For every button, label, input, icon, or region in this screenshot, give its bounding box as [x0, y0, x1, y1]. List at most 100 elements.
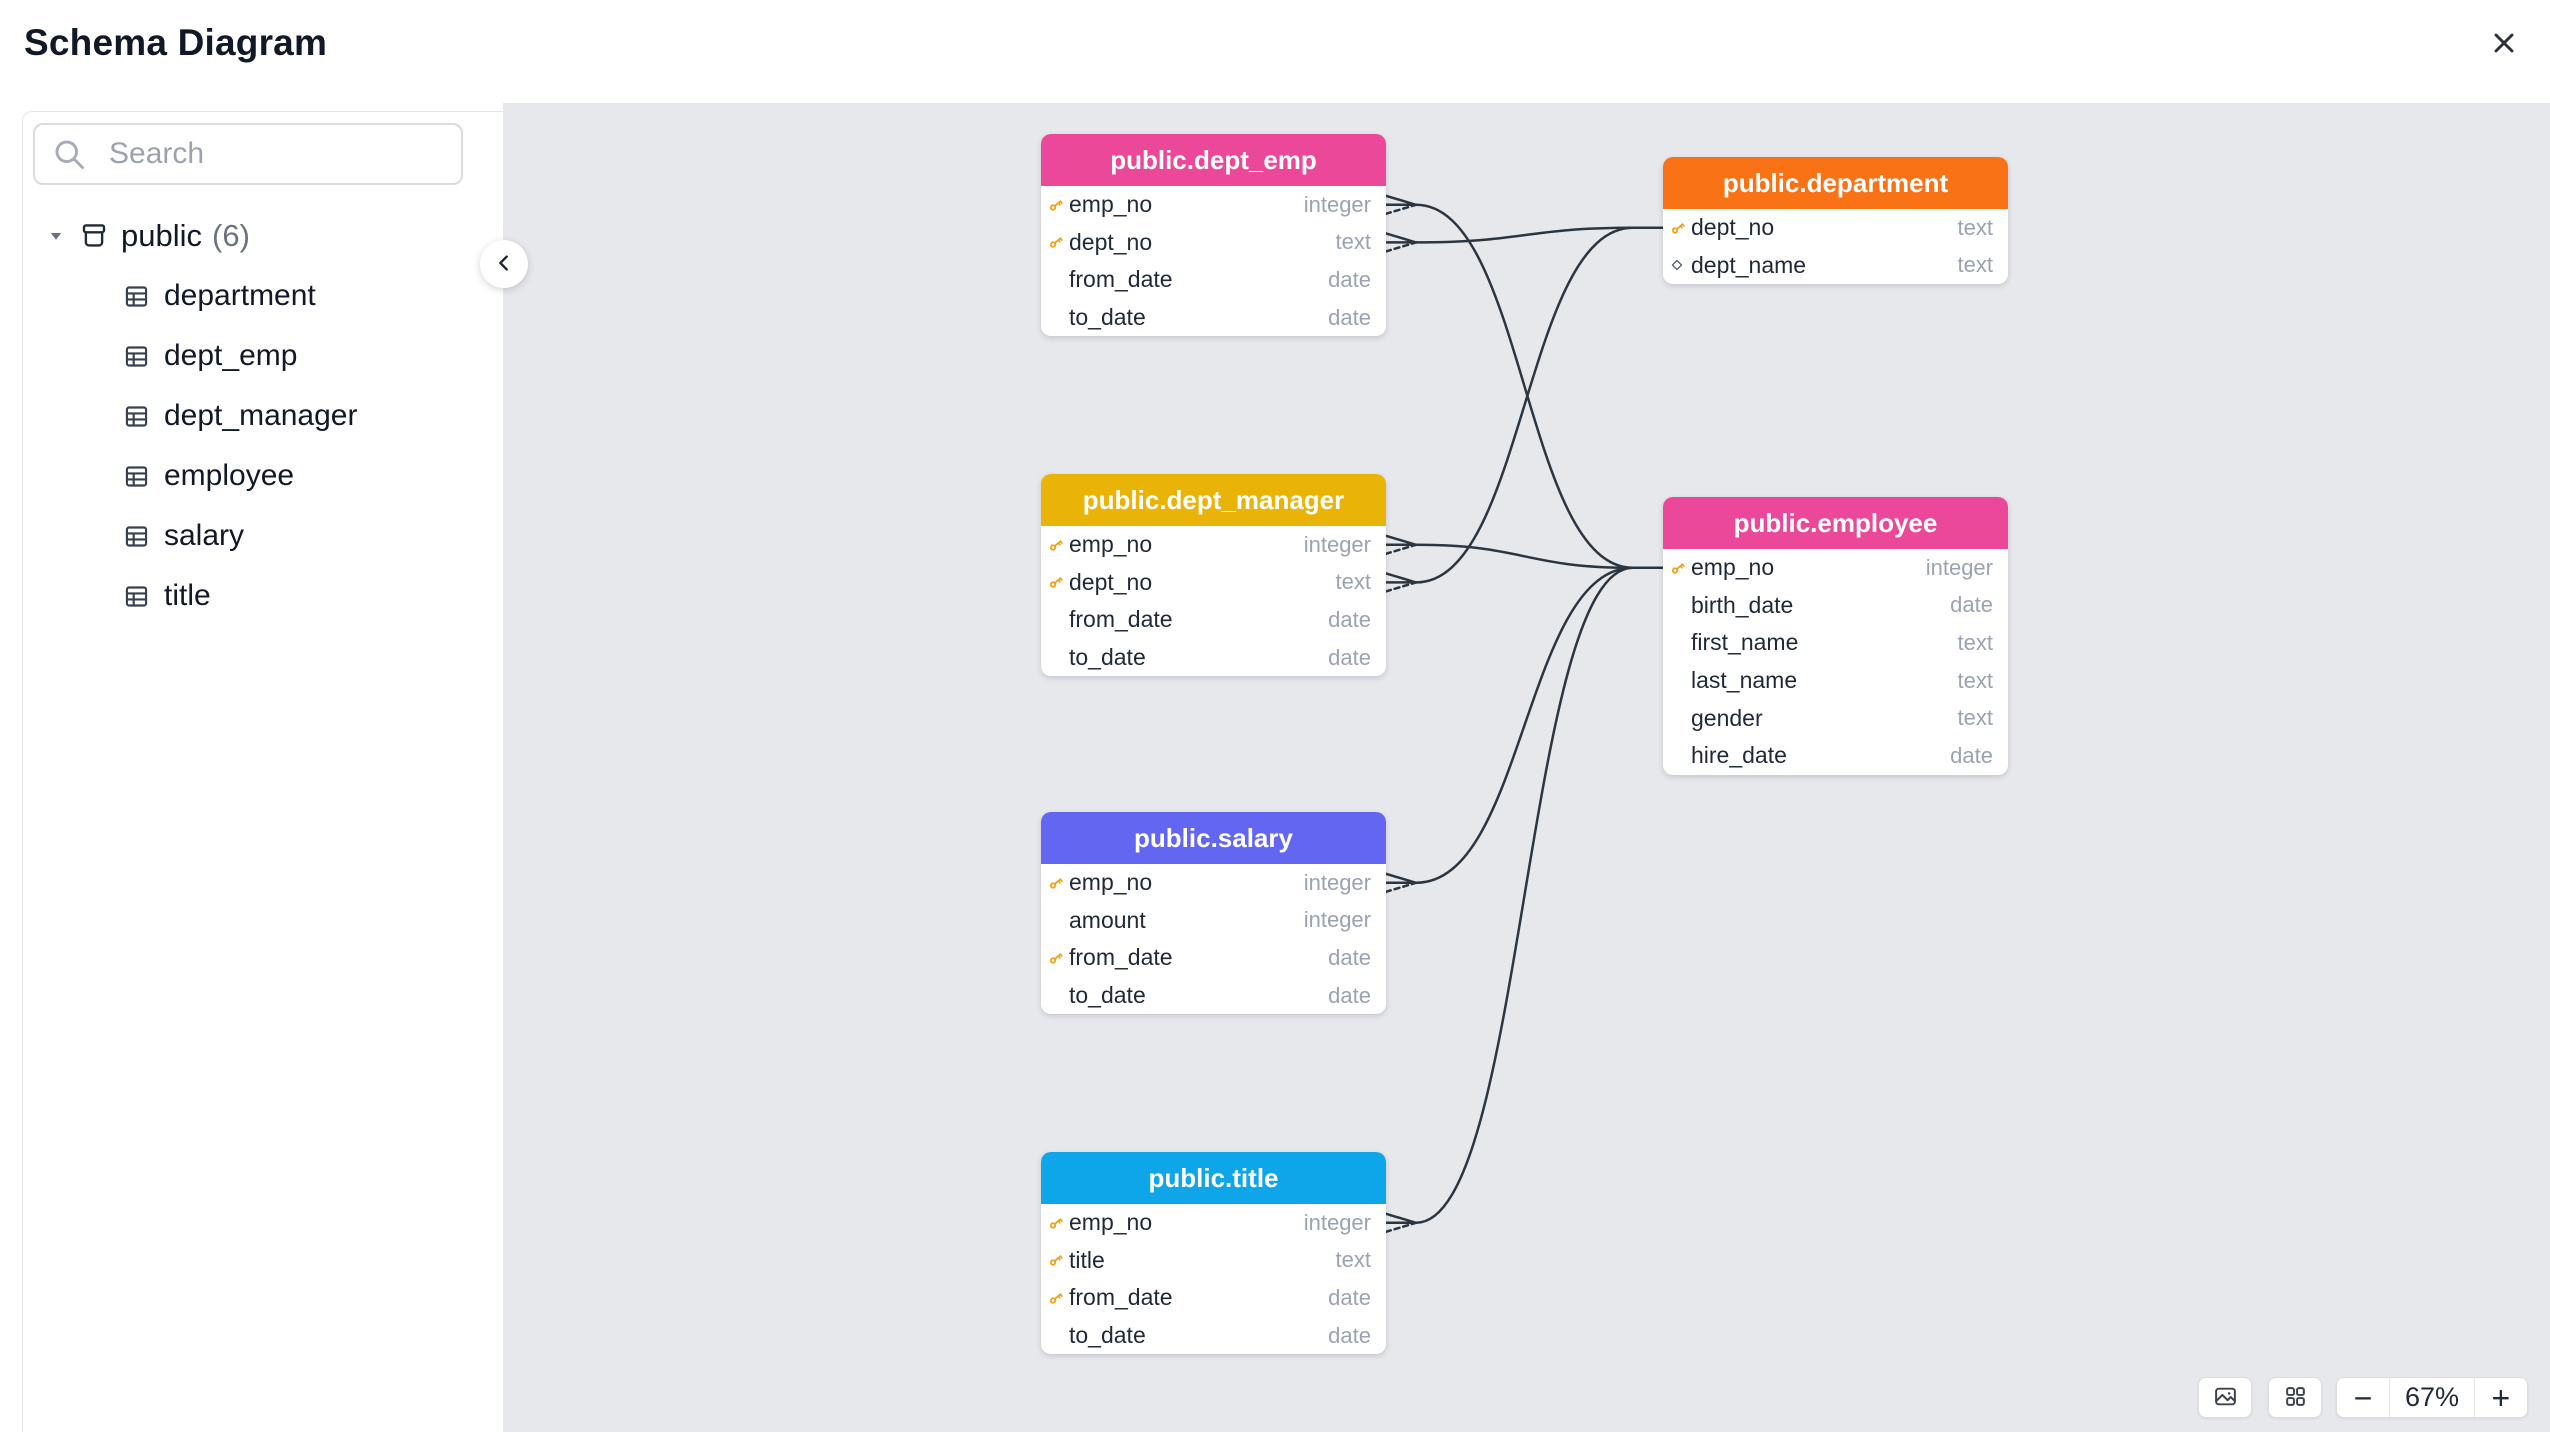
- sidebar-collapse-button[interactable]: [480, 240, 528, 288]
- column-type: date: [1328, 304, 1371, 330]
- column-name: from_date: [1069, 606, 1173, 633]
- column-name: gender: [1691, 704, 1763, 731]
- table-name-label: title: [164, 579, 211, 612]
- column-name: last_name: [1691, 667, 1798, 694]
- sidebar-item-dept_emp[interactable]: dept_emp: [23, 326, 503, 386]
- sidebar-item-salary[interactable]: salary: [23, 506, 503, 566]
- column-name: dept_no: [1691, 214, 1775, 241]
- sidebar-item-title[interactable]: title: [23, 566, 503, 626]
- table-card-title[interactable]: public.title emp_no integer title text from_d…: [1041, 1152, 1386, 1355]
- column-type: text: [1957, 629, 1993, 655]
- column-type: integer: [1303, 1209, 1371, 1235]
- primary-key-icon: [1047, 1289, 1069, 1307]
- table-name-label: dept_emp: [164, 339, 298, 372]
- column-type: integer: [1303, 907, 1371, 933]
- export-image-button[interactable]: [2198, 1377, 2252, 1418]
- column-row-dept_no: dept_no text: [1041, 224, 1386, 262]
- table-icon: [123, 583, 150, 610]
- auto-layout-button[interactable]: [2268, 1377, 2322, 1418]
- caret-down-icon[interactable]: [45, 227, 67, 245]
- column-type: text: [1335, 229, 1371, 255]
- column-row-from_date: from_date date: [1041, 1279, 1386, 1317]
- column-type: integer: [1303, 191, 1371, 217]
- table-icon: [123, 343, 150, 370]
- column-type: date: [1950, 592, 1993, 618]
- column-name: to_date: [1069, 982, 1146, 1009]
- column-name: dept_no: [1069, 568, 1153, 595]
- column-name: to_date: [1069, 304, 1146, 331]
- canvas-controls: − 67% +: [0, 1377, 2550, 1418]
- primary-key-icon: [1047, 1251, 1069, 1269]
- divider: [2389, 1378, 2391, 1417]
- column-type: date: [1328, 1322, 1371, 1348]
- unique-diamond-icon: [1669, 257, 1691, 273]
- column-type: date: [1328, 1284, 1371, 1310]
- column-row-dept_no: dept_no text: [1663, 209, 2008, 247]
- column-type: date: [1328, 606, 1371, 632]
- table-name-label: employee: [164, 459, 295, 492]
- column-name: amount: [1069, 906, 1146, 933]
- zoom-in-button[interactable]: +: [2474, 1378, 2527, 1417]
- primary-key-icon: [1047, 233, 1069, 251]
- column-name: emp_no: [1069, 191, 1153, 218]
- column-name: from_date: [1069, 1284, 1173, 1311]
- column-type: text: [1957, 252, 1993, 278]
- table-icon: [123, 403, 150, 430]
- diagram-canvas[interactable]: [503, 103, 2550, 1432]
- column-row-from_date: from_date date: [1041, 601, 1386, 639]
- sidebar-item-department[interactable]: department: [23, 266, 503, 326]
- zoom-control: − 67% +: [2336, 1377, 2528, 1418]
- column-type: date: [1950, 742, 1993, 768]
- primary-key-icon: [1047, 1214, 1069, 1232]
- close-button[interactable]: [2480, 20, 2528, 68]
- schema-node-public[interactable]: public (6): [23, 206, 503, 266]
- table-name-label: department: [164, 279, 316, 312]
- column-name: from_date: [1069, 266, 1173, 293]
- column-type: integer: [1925, 554, 1993, 580]
- grid-icon: [2283, 1384, 2308, 1412]
- schema-tree: public (6) department dept_emp dept_manage…: [23, 206, 503, 626]
- sidebar-item-dept_manager[interactable]: dept_manager: [23, 386, 503, 446]
- column-name: emp_no: [1069, 1209, 1153, 1236]
- table-card-title: public.department: [1663, 157, 2008, 209]
- primary-key-icon: [1047, 573, 1069, 591]
- column-row-to_date: to_date date: [1041, 299, 1386, 337]
- column-type: date: [1328, 266, 1371, 292]
- column-type: text: [1957, 214, 1993, 240]
- page-title: Schema Diagram: [24, 22, 328, 63]
- table-card-title: public.salary: [1041, 812, 1386, 864]
- schema-label: public: [121, 218, 202, 253]
- column-name: title: [1069, 1246, 1105, 1273]
- column-name: from_date: [1069, 944, 1173, 971]
- column-name: dept_no: [1069, 228, 1153, 255]
- sidebar-item-employee[interactable]: employee: [23, 446, 503, 506]
- divider: [2473, 1378, 2475, 1417]
- table-card-title: public.title: [1041, 1152, 1386, 1204]
- primary-key-icon: [1047, 536, 1069, 554]
- table-icon: [123, 463, 150, 490]
- column-type: text: [1335, 1247, 1371, 1273]
- column-row-amount: amount integer: [1041, 902, 1386, 940]
- primary-key-icon: [1047, 874, 1069, 892]
- search-input[interactable]: [33, 123, 463, 185]
- sidebar-table-list: department dept_emp dept_manager employee sa…: [23, 266, 503, 626]
- zoom-out-button[interactable]: −: [2337, 1378, 2390, 1417]
- primary-key-icon: [1669, 559, 1691, 577]
